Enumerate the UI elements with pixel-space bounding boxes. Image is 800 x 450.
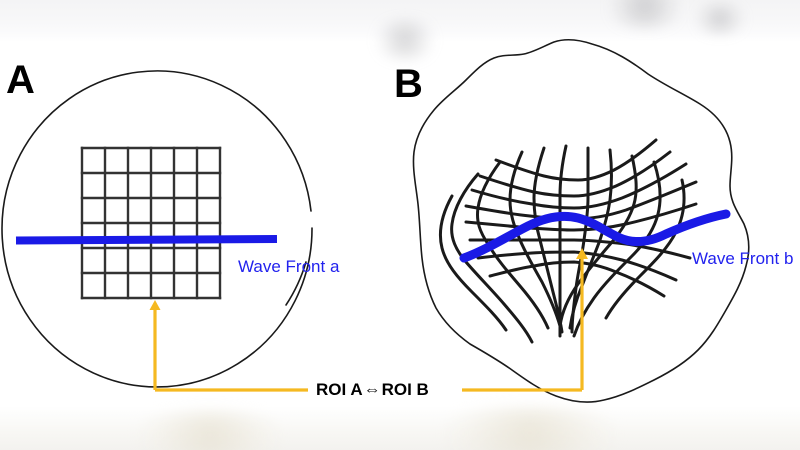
wave-front-a-label: Wave Front a xyxy=(238,257,340,276)
panel-a-grid xyxy=(80,146,222,300)
wave-front-b-label: Wave Front b xyxy=(692,249,794,268)
roi-connector-group xyxy=(153,256,584,392)
panel-a-group xyxy=(1,70,313,388)
panel-letter-b: B xyxy=(394,62,423,106)
wave-front-a-line xyxy=(15,235,278,245)
bidirectional-arrow-icon: ⇔ xyxy=(363,380,381,399)
panel-letter-a: A xyxy=(6,58,35,102)
roi-caption: ROI A⇔ROI B xyxy=(316,381,429,398)
wave-front-b-line xyxy=(459,209,731,263)
panel-b-grid-vertical xyxy=(438,144,686,344)
panel-a-boundary-circle-lower-arc xyxy=(285,261,307,306)
roi-caption-left: ROI A xyxy=(316,380,363,399)
panel-b-group xyxy=(412,39,750,403)
roi-arrow-a-head xyxy=(149,300,161,310)
panel-a-boundary-circle xyxy=(1,70,313,388)
roi-caption-right: ROI B xyxy=(381,380,429,399)
panel-b-boundary-blob xyxy=(412,39,750,403)
roi-arrow-b-head xyxy=(576,248,588,259)
